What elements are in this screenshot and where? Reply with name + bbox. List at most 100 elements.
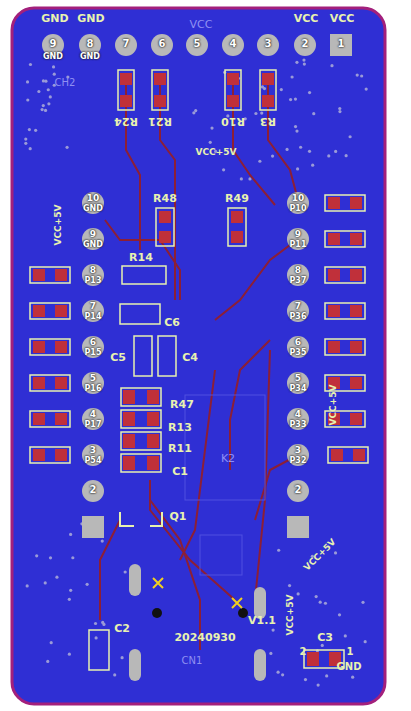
smd-pad — [350, 305, 362, 317]
silkscreen-label: R48 — [153, 193, 177, 204]
smd-pad — [262, 95, 274, 107]
silkscreen-label: 2 — [300, 647, 307, 657]
smd-pad — [350, 341, 362, 353]
smd-pad — [350, 197, 362, 209]
via — [345, 154, 348, 157]
silkscreen-label: CN1 — [182, 656, 203, 666]
pin-label: 4 — [90, 410, 96, 419]
pin-label: P15 — [85, 349, 102, 357]
transistor-outline — [120, 512, 162, 526]
silkscreen-label: VCC+5V — [329, 385, 338, 426]
smd-pad — [33, 377, 45, 389]
smd-pad — [123, 434, 135, 448]
resistor-footprint — [121, 388, 161, 406]
silkscreen-label: VCC+5V — [54, 205, 63, 246]
via — [299, 146, 302, 149]
pin-label: 9 — [295, 230, 301, 239]
pin-label: P36 — [290, 313, 307, 321]
via — [28, 128, 31, 131]
via — [330, 64, 333, 67]
via — [68, 653, 71, 656]
smd-pad — [331, 449, 343, 461]
via — [294, 125, 297, 128]
via — [277, 549, 280, 552]
resistor-footprint — [121, 410, 161, 428]
silkscreen-label: C3 — [317, 632, 333, 643]
pin-label: 7 — [295, 302, 301, 311]
via — [324, 602, 327, 605]
square-pad — [330, 34, 352, 56]
square-pad — [287, 516, 309, 538]
pin-label: 9 — [50, 39, 57, 49]
smd-pad — [120, 73, 132, 85]
smd-pad — [33, 449, 45, 461]
resistor-footprint — [30, 339, 70, 355]
pin-label: P32 — [290, 457, 307, 465]
pin-label: P11 — [290, 241, 307, 249]
pin-label: P13 — [85, 277, 102, 285]
resistor-footprint — [225, 70, 241, 110]
via — [263, 87, 266, 90]
header-pad — [294, 34, 316, 56]
via — [364, 640, 367, 643]
smd-pad — [55, 341, 67, 353]
header-pad — [287, 264, 309, 286]
via — [317, 683, 320, 686]
pin-label: P37 — [290, 277, 307, 285]
via — [321, 644, 324, 647]
resistor-footprint — [30, 303, 70, 319]
via — [360, 74, 363, 77]
smd-pad — [159, 231, 171, 243]
smd-pad — [328, 341, 340, 353]
smd-pad — [147, 456, 159, 470]
silkscreen-label: GND — [41, 13, 68, 24]
pin-label: 4 — [230, 39, 237, 49]
via — [44, 109, 47, 112]
pin-label: P17 — [85, 421, 102, 429]
via — [260, 111, 263, 114]
smd-pad — [154, 73, 166, 85]
slot-pad — [129, 564, 141, 596]
smd-pad — [350, 377, 362, 389]
header-pad — [82, 480, 104, 502]
header-pad — [222, 34, 244, 56]
pin-label: 5 — [295, 374, 301, 383]
resistor-footprint — [30, 267, 70, 283]
header-pad — [82, 408, 104, 430]
pin-label: 6 — [295, 338, 301, 347]
via — [361, 601, 364, 604]
smd-pad — [120, 95, 132, 107]
trace — [215, 239, 298, 320]
smd-pad — [33, 305, 45, 317]
pin-label: P34 — [290, 385, 307, 393]
pin-label: 10 — [87, 194, 100, 203]
pin-label: P10 — [290, 205, 307, 213]
via — [42, 79, 45, 82]
square-pad — [82, 516, 104, 538]
pin-label: P16 — [85, 385, 102, 393]
resistor-footprint — [30, 447, 70, 463]
via — [49, 95, 52, 98]
pin-label: P14 — [85, 313, 102, 321]
silkscreen-label: C1 — [172, 466, 188, 477]
silkscreen-label: C5 — [110, 352, 126, 363]
smd-pad — [147, 434, 159, 448]
smd-pad — [123, 412, 135, 426]
via — [271, 628, 274, 631]
via — [49, 556, 52, 559]
silkscreen-label: C4 — [182, 352, 198, 363]
header-pad — [151, 34, 173, 56]
pin-label: GND — [83, 241, 103, 249]
via — [50, 641, 53, 644]
smd-pad — [55, 377, 67, 389]
via — [297, 592, 300, 595]
via — [192, 111, 195, 114]
silkscreen-label: VCC+5V — [286, 595, 295, 636]
silkscreen-label: C6 — [164, 317, 180, 328]
header-pad — [287, 408, 309, 430]
smd-pad — [227, 95, 239, 107]
pin-label: 2 — [90, 485, 97, 495]
via — [334, 551, 337, 554]
via — [294, 98, 297, 101]
